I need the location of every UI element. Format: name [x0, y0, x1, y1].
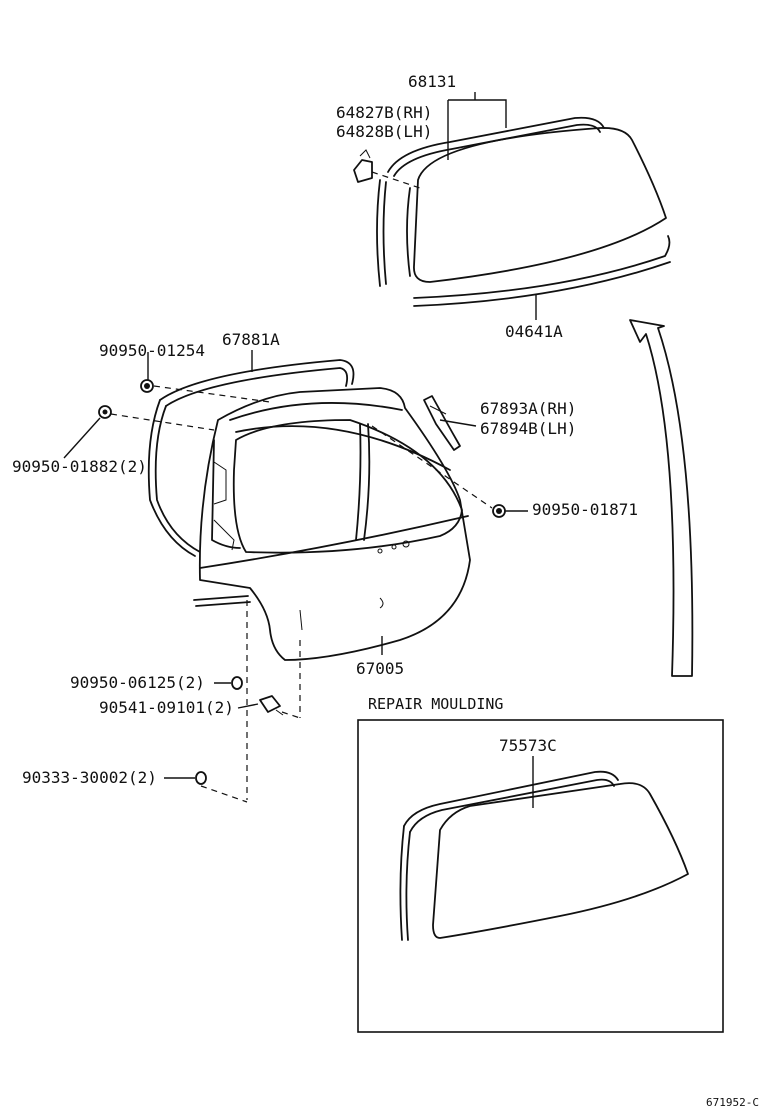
label-67893a-rh: 67893A(RH) — [480, 399, 576, 418]
plug-90333-30002 — [195, 771, 207, 785]
repair-moulding-box — [357, 719, 724, 1033]
clip-90541-09101 — [259, 695, 284, 716]
moulding-clip — [353, 149, 373, 183]
grommet-90950-01882 — [98, 405, 112, 419]
label-90950-06125: 90950-06125(2) — [70, 673, 205, 692]
diagram-code: 671952-C — [706, 1096, 759, 1109]
label-90950-01254: 90950-01254 — [99, 341, 205, 360]
glass-upper-moulding — [387, 116, 605, 177]
glass-side-moulding-left — [376, 179, 387, 287]
repair-moulding-strip — [399, 770, 619, 941]
label-75573c: 75573C — [499, 736, 557, 755]
label-67894b-lh: 67894B(LH) — [480, 419, 576, 438]
label-90541-09101: 90541-09101(2) — [99, 698, 234, 717]
assembly-arrow — [629, 319, 694, 677]
back-door-glass — [413, 127, 667, 283]
label-90333-30002: 90333-30002(2) — [22, 768, 157, 787]
repair-moulding-title: REPAIR MOULDING — [368, 695, 503, 713]
label-64827b-rh: 64827B(RH) — [336, 103, 432, 122]
label-64828b-lh: 64828B(LH) — [336, 122, 432, 141]
back-door-panel — [198, 387, 471, 661]
glass-inner-side-strip — [406, 187, 411, 277]
label-67005: 67005 — [356, 659, 404, 678]
label-04641a: 04641A — [505, 322, 563, 341]
repair-glass — [432, 782, 689, 939]
glass-lower-moulding — [413, 235, 671, 307]
back-door-weatherstrip — [147, 359, 355, 607]
label-68131: 68131 — [408, 72, 456, 91]
label-67881a: 67881A — [222, 330, 280, 349]
label-90950-01871: 90950-01871 — [532, 500, 638, 519]
grommet-90950-01254 — [140, 379, 154, 393]
plug-90950-06125 — [231, 676, 243, 690]
back-door-stop-cushion — [423, 395, 461, 451]
grommet-90950-01871 — [492, 504, 506, 518]
label-90950-01882: 90950-01882(2) — [12, 457, 147, 476]
